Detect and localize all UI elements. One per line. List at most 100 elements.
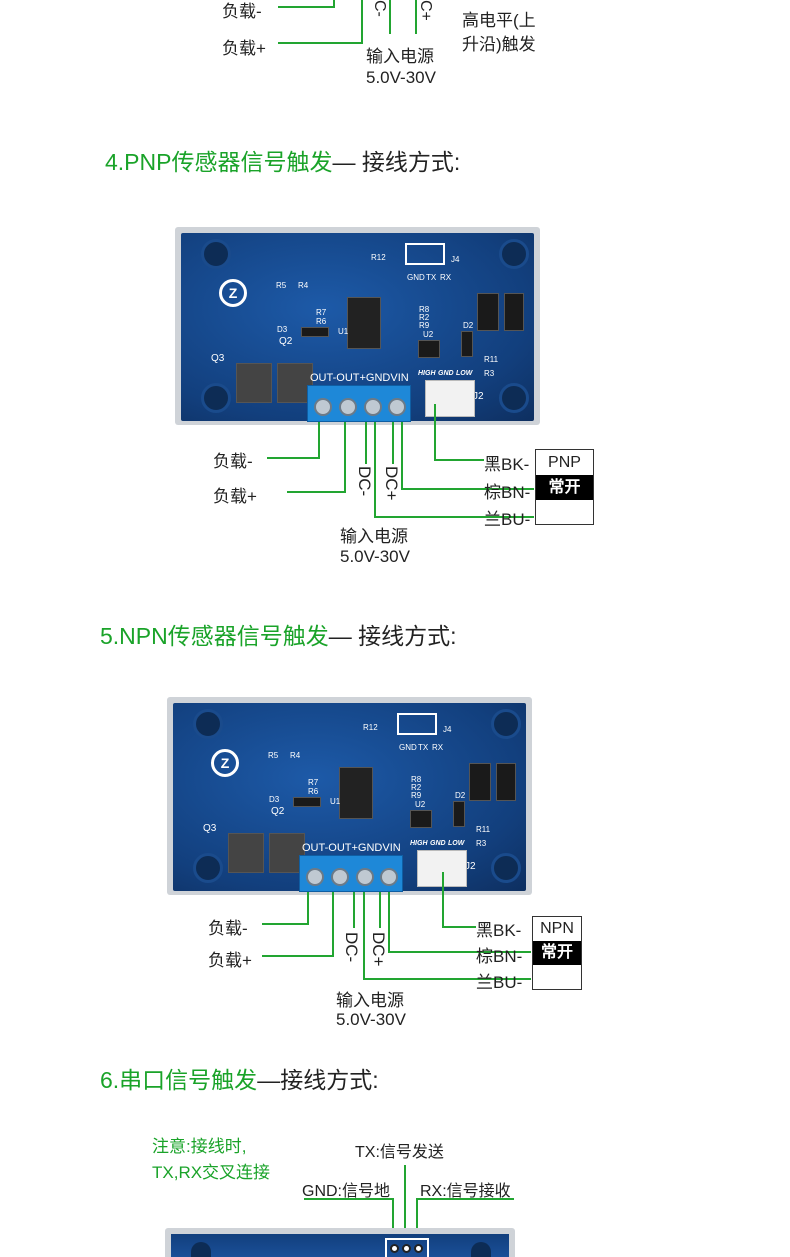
tx-pin-label: TX <box>418 743 429 752</box>
gnd-label: GND:信号地 <box>302 1183 391 1200</box>
rx-pin-label: RX <box>440 273 452 282</box>
d2-diode <box>461 331 473 357</box>
wire <box>318 422 320 459</box>
mount-hole <box>491 853 521 883</box>
heading-green: 4.PNP传感器信号触发 <box>105 149 333 175</box>
heading-green: 5.NPN传感器信号触发 <box>100 623 329 649</box>
power-label: 输入电源 <box>366 47 434 66</box>
power-label: 输入电源 <box>336 991 404 1010</box>
tx-pin-label: TX <box>426 273 437 282</box>
wire <box>401 422 403 489</box>
d3-label: D3 <box>277 325 288 334</box>
wire <box>278 6 334 8</box>
wire <box>401 488 534 490</box>
u1-chip <box>347 297 381 349</box>
wire <box>415 0 417 34</box>
q2-label: Q2 <box>279 336 293 347</box>
sensor-type: NPN <box>540 920 574 937</box>
d2-label: D2 <box>463 321 474 330</box>
wire <box>344 422 346 493</box>
gnd-label: GND <box>430 840 446 847</box>
section-5-heading: 5.NPN传感器信号触发— 接线方式: <box>100 617 457 651</box>
high-label: HIGH <box>410 840 428 847</box>
brand-logo: Z <box>211 749 239 777</box>
low-label: LOW <box>456 370 473 377</box>
load-plus-label: 负载+ <box>213 487 257 506</box>
dc-minus-label: DC- <box>355 466 374 497</box>
rx-label: RX:信号接收 <box>420 1183 511 1200</box>
diode <box>301 327 329 337</box>
screw-out-plus <box>331 868 349 886</box>
voltage-label: 5.0V-30V <box>340 547 410 566</box>
mount-hole <box>201 239 231 269</box>
r5-label: R5 <box>268 751 279 760</box>
j4-label: J4 <box>451 255 460 264</box>
section-4-heading: 4.PNP传感器信号触发— 接线方式: <box>105 143 460 177</box>
r7-label: R7 <box>316 308 327 317</box>
u1-label: U1 <box>338 327 349 336</box>
logo-letter: Z <box>228 285 238 301</box>
heading-black: —接线方式: <box>257 1067 379 1093</box>
j2-label: J2 <box>473 391 484 402</box>
screw-terminal-block <box>307 385 411 422</box>
r9-label: R9 <box>411 791 422 800</box>
voltage-label: 5.0V-30V <box>366 68 436 87</box>
wire <box>442 872 444 927</box>
wire <box>262 923 308 925</box>
r6-label: R6 <box>308 787 319 796</box>
terminal-labels: OUT-OUT+GNDVIN <box>302 842 401 854</box>
d2-diode <box>453 801 465 827</box>
r4-label: R4 <box>298 281 309 290</box>
j4-connector <box>397 713 437 735</box>
dc-plus-label: C+ <box>417 0 434 21</box>
heading-black: — 接线方式: <box>328 623 457 649</box>
controller-board: J4 GND TX RX R12 Z R5 R4 R7 R6 D3 Q2 Q3 … <box>175 227 540 425</box>
gnd-label: GND <box>438 370 454 377</box>
r7-label: R7 <box>308 778 319 787</box>
j2-label: J2 <box>465 861 476 872</box>
j4-connector <box>405 243 445 265</box>
wire <box>267 457 319 459</box>
r11-label: R11 <box>476 825 491 834</box>
wire-black-label: 黑BK- <box>484 455 530 474</box>
gnd-pin <box>390 1244 399 1253</box>
q2-transistor <box>277 363 313 403</box>
sensor-type: PNP <box>548 454 581 471</box>
wire <box>353 892 355 928</box>
wire-blue-label: 兰BU- <box>476 973 523 992</box>
mount-hole <box>193 853 223 883</box>
d3-label: D3 <box>269 795 280 804</box>
load-minus-label: 负载- <box>222 2 262 21</box>
mosfet <box>477 293 499 331</box>
r9-label: R9 <box>419 321 430 330</box>
diode <box>293 797 321 807</box>
r3-label: R3 <box>476 839 487 848</box>
trigger-label-2: 升沿)触发 <box>462 35 536 54</box>
sensor-mode: 常开 <box>536 475 593 500</box>
screw-out-plus <box>339 398 357 416</box>
wire <box>361 0 363 44</box>
u2-label: U2 <box>423 330 434 339</box>
wire <box>392 1198 394 1248</box>
wire <box>374 422 376 518</box>
logo-letter: Z <box>220 755 230 771</box>
u2-chip <box>410 810 432 828</box>
wire <box>363 892 365 980</box>
r2-label: R2 <box>411 783 422 792</box>
wire <box>416 1198 418 1248</box>
wire <box>442 926 476 928</box>
mount-hole <box>471 1242 491 1257</box>
r2-label: R2 <box>419 313 430 322</box>
wire-brown-label: 棕BN- <box>484 483 531 502</box>
r3-label: R3 <box>484 369 495 378</box>
controller-board-partial <box>165 1228 515 1257</box>
sensor-blank-row <box>533 965 581 990</box>
pcb: J4 GND TX RX R12 Z R5 R4 R7 R6 D3 Q2 Q3 … <box>181 233 534 421</box>
tx-pin <box>402 1244 411 1253</box>
wire <box>278 42 362 44</box>
wire <box>307 892 309 925</box>
screw-terminal-block <box>299 855 403 892</box>
r8-label: R8 <box>419 305 430 314</box>
sensor-mode: 常开 <box>533 941 581 965</box>
trigger-label: 高电平(上 <box>462 11 536 30</box>
